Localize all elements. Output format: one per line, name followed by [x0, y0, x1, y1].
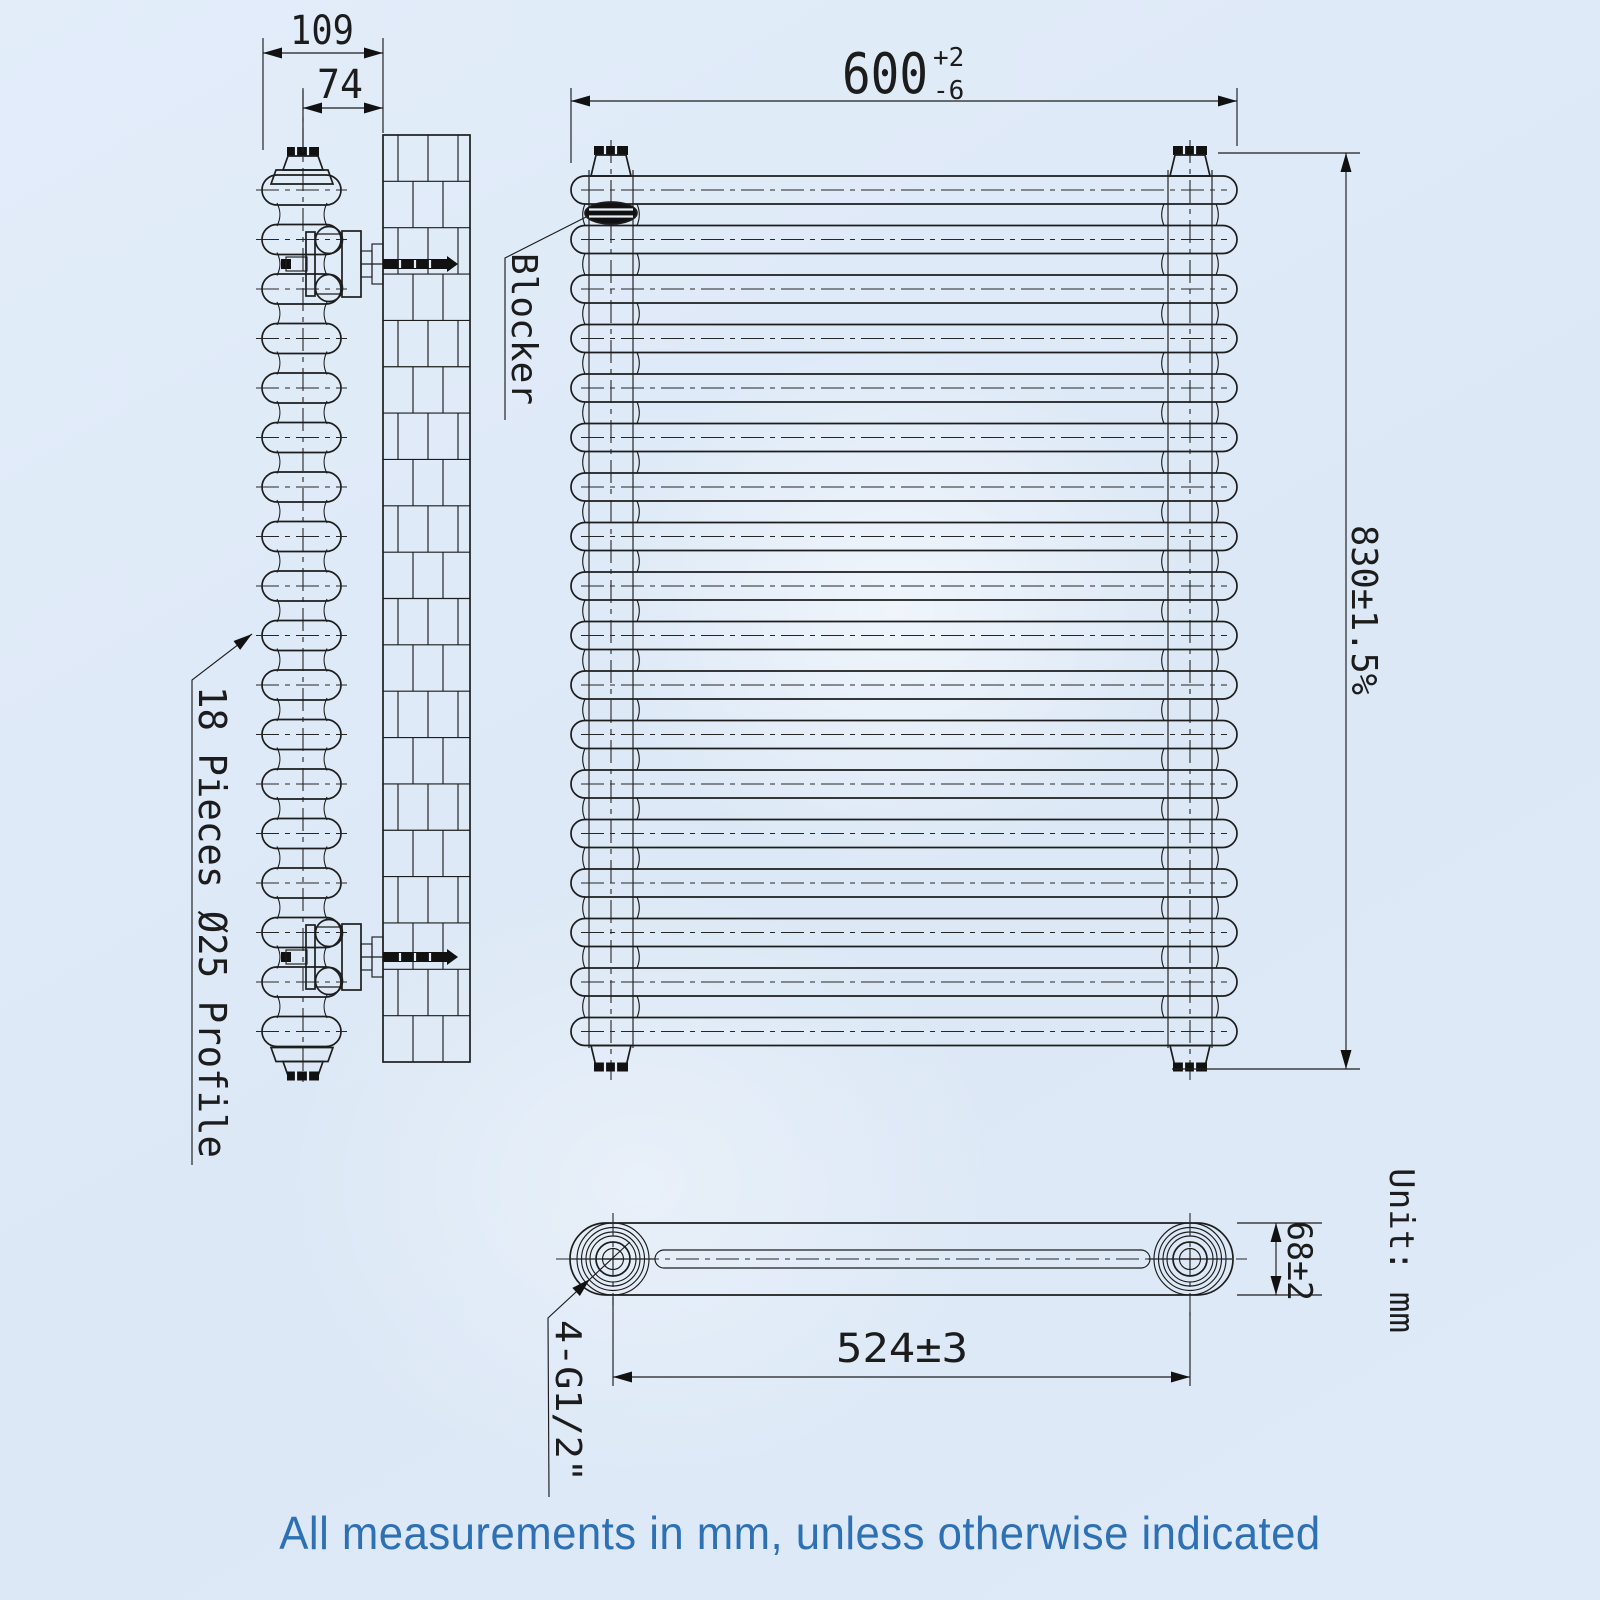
- dim-port-spacing: 524±3: [836, 1326, 968, 1372]
- profile-label: 18 Pieces Ø25 Profile: [190, 686, 234, 1158]
- dim-base-depth: 68±2: [1279, 1221, 1319, 1301]
- bottom-view: [556, 1213, 1247, 1316]
- blocker-label: Blocker: [503, 253, 544, 405]
- front-view: [570, 140, 1238, 1080]
- wall-section: [382, 134, 471, 1063]
- dim-height: 830±1.5%: [1343, 525, 1384, 695]
- ports-label: 4-G1/2": [547, 1320, 588, 1482]
- dim-depth: 109: [290, 8, 354, 54]
- unit-note: Unit: mm: [1381, 1168, 1421, 1333]
- side-view: [256, 88, 458, 1085]
- caption: All measurements in mm, unless otherwise…: [279, 1507, 1321, 1559]
- dimension-texts: 109 74 600 +2 -6 830±1.5% Blocker 18 Pie…: [190, 8, 1421, 1482]
- dimension-lines: [191, 38, 1360, 1498]
- dim-wall-offset: 74: [317, 62, 363, 108]
- dim-width: 600: [842, 42, 928, 107]
- dim-width-tol-minus: -6: [933, 76, 964, 106]
- dim-width-tol-plus: +2: [933, 43, 964, 73]
